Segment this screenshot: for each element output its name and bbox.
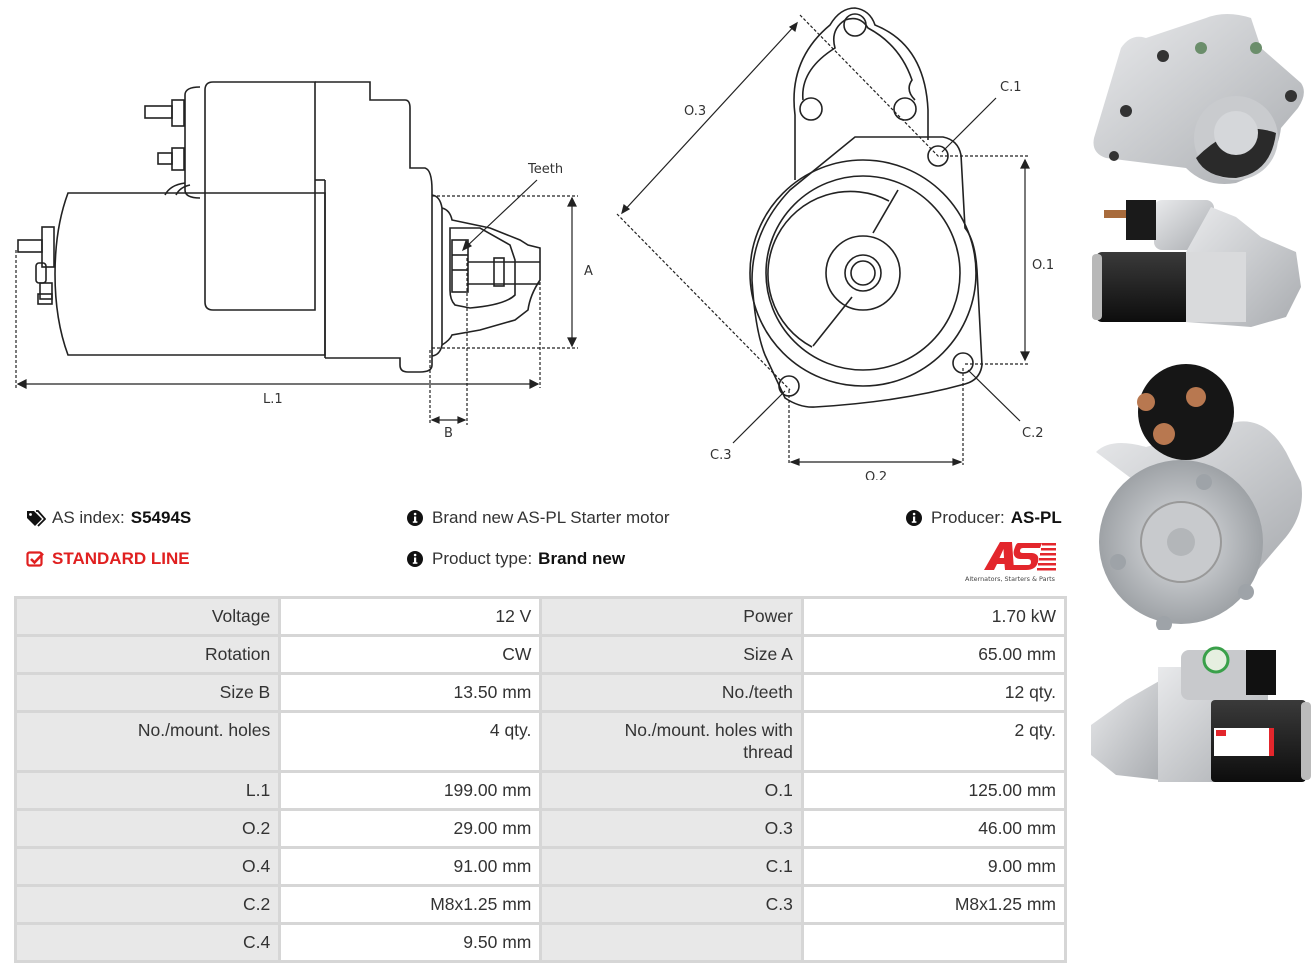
product-type-label: Product type: (432, 549, 533, 568)
spec-key: O.2 (13, 808, 282, 849)
photo-side-label[interactable] (1086, 645, 1316, 785)
as-pl-logo: Alternators, Starters & Parts (962, 538, 1070, 584)
as-index: AS index: S5494S (26, 508, 191, 528)
spec-key: L.1 (13, 770, 282, 811)
photo-side-solenoid-top[interactable] (1086, 192, 1316, 332)
solenoid-body (204, 81, 316, 311)
spec-value: 65.00 mm (800, 634, 1068, 675)
spec-key: C.2 (13, 884, 282, 925)
spec-key: O.1 (539, 770, 804, 811)
tags-icon (26, 509, 46, 527)
spec-key: O.3 (539, 808, 804, 849)
producer-value: AS-PL (1010, 508, 1062, 527)
spec-value: 1.70 kW (800, 596, 1068, 637)
spec-value: 91.00 mm (278, 846, 543, 887)
spec-value: 13.50 mm (278, 672, 543, 713)
spec-key: Rotation (13, 634, 282, 675)
spec-key: O.4 (13, 846, 282, 887)
product-type-value: Brand new (538, 549, 626, 568)
as-index-label: AS index: (52, 508, 125, 527)
label-l1: L.1 (263, 392, 283, 407)
spec-value: 12 qty. (800, 672, 1068, 713)
producer-label: Producer: (931, 508, 1005, 527)
spec-value: CW (278, 634, 543, 675)
standard-line-label: STANDARD LINE (52, 549, 190, 568)
spec-value: 4 qty. (278, 710, 543, 773)
spec-key: No./mount. holes (13, 710, 282, 773)
spec-key: C.4 (13, 922, 282, 963)
product-photos (1086, 0, 1316, 800)
standard-line-badge: STANDARD LINE (26, 549, 190, 569)
spec-key: C.1 (539, 846, 804, 887)
spec-key: Size A (539, 634, 804, 675)
spec-value: 2 qty. (800, 710, 1068, 773)
checkbox-checked-icon (26, 550, 46, 568)
motor-body (54, 192, 326, 356)
spec-value: 9.50 mm (278, 922, 543, 963)
info-circle-icon (406, 550, 426, 568)
label-c3: C.3 (710, 448, 731, 463)
product-description-text: Brand new AS-PL Starter motor (432, 508, 670, 527)
producer: Producer: AS-PL (905, 508, 1062, 528)
spec-value: 12 V (278, 596, 543, 637)
label-o1: O.1 (1032, 258, 1054, 273)
logo-tagline: Alternators, Starters & Parts (965, 575, 1056, 583)
label-c1: C.1 (1000, 80, 1021, 95)
spec-key: C.3 (539, 884, 804, 925)
flange-plate (751, 136, 983, 408)
spec-value: M8x1.25 mm (800, 884, 1068, 925)
spec-value: 199.00 mm (278, 770, 543, 811)
label-c2: C.2 (1022, 426, 1043, 441)
info-circle-icon (905, 509, 925, 527)
front-view-drawing: O.3 C.1 O.1 C.2 C.3 O.2 (600, 0, 1090, 480)
side-view-drawing: Teeth A L.1 B (0, 0, 610, 480)
spec-value: M8x1.25 mm (278, 884, 543, 925)
info-circle-icon (406, 509, 426, 527)
spec-key: No./mount. holes with thread (539, 710, 804, 773)
spec-value: 9.00 mm (800, 846, 1068, 887)
spec-value (800, 922, 1068, 963)
as-index-value: S5494S (130, 508, 192, 527)
label-a: A (584, 264, 593, 279)
photo-rear-terminals[interactable] (1086, 362, 1316, 630)
spec-key: No./teeth (539, 672, 804, 713)
spec-key (539, 922, 804, 963)
label-teeth: Teeth (527, 162, 563, 177)
spec-value: 46.00 mm (800, 808, 1068, 849)
spec-key: Size B (13, 672, 282, 713)
label-o2: O.2 (865, 470, 887, 480)
label-b: B (444, 426, 453, 441)
spec-key: Power (539, 596, 804, 637)
label-o3: O.3 (684, 104, 706, 119)
photo-front-flange[interactable] (1086, 8, 1316, 188)
product-type: Product type: Brand new (406, 549, 625, 569)
product-description: Brand new AS-PL Starter motor (406, 508, 669, 528)
spec-key: Voltage (13, 596, 282, 637)
spec-value: 29.00 mm (278, 808, 543, 849)
spec-value: 125.00 mm (800, 770, 1068, 811)
